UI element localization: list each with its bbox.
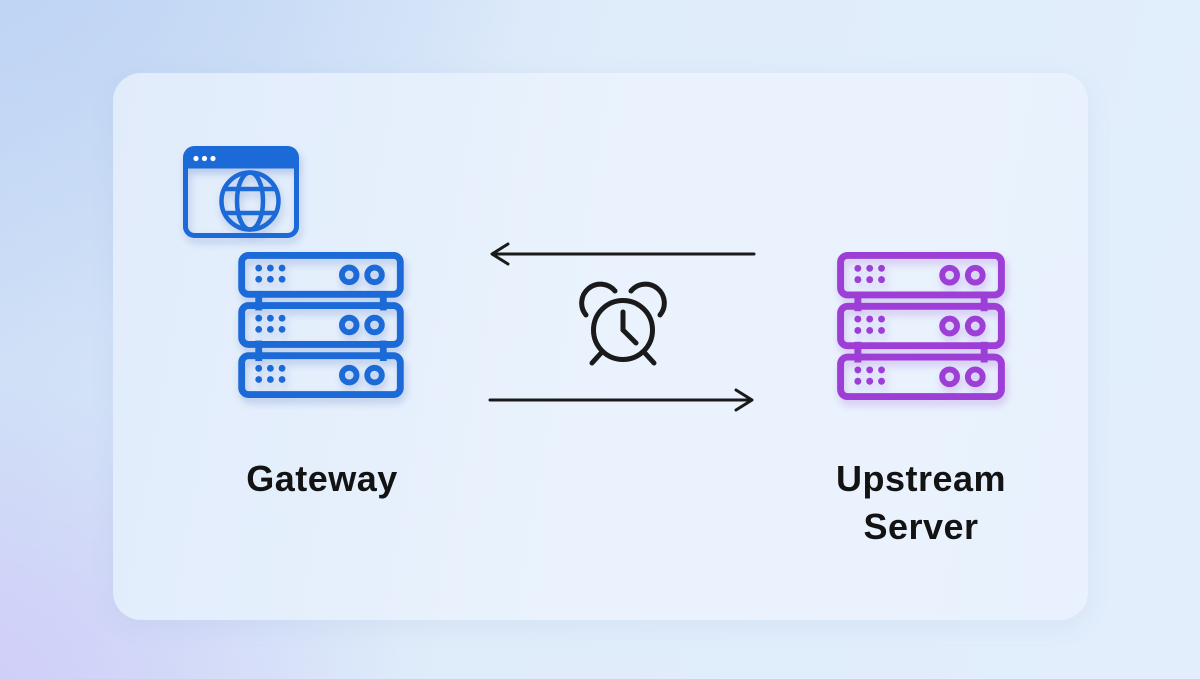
server-port-rings (339, 264, 385, 386)
upstream-server-label: Upstream Server (835, 458, 1007, 547)
gateway-label: Gateway (246, 458, 398, 499)
server-led-dots (854, 264, 885, 385)
arrow-right-icon (488, 388, 754, 412)
server-port-rings (939, 264, 986, 388)
globe-icon (219, 170, 281, 232)
alarm-clock-icon (579, 281, 667, 366)
browser-window-dots (193, 155, 216, 162)
arrow-left-icon (490, 242, 756, 266)
server-led-dots (255, 264, 286, 383)
diagram-card: Gateway Upstream Server (113, 73, 1088, 620)
upstream-server-stack-icon (837, 252, 1005, 400)
gateway-server-stack-icon (238, 252, 404, 398)
browser-globe-icon (183, 146, 299, 238)
